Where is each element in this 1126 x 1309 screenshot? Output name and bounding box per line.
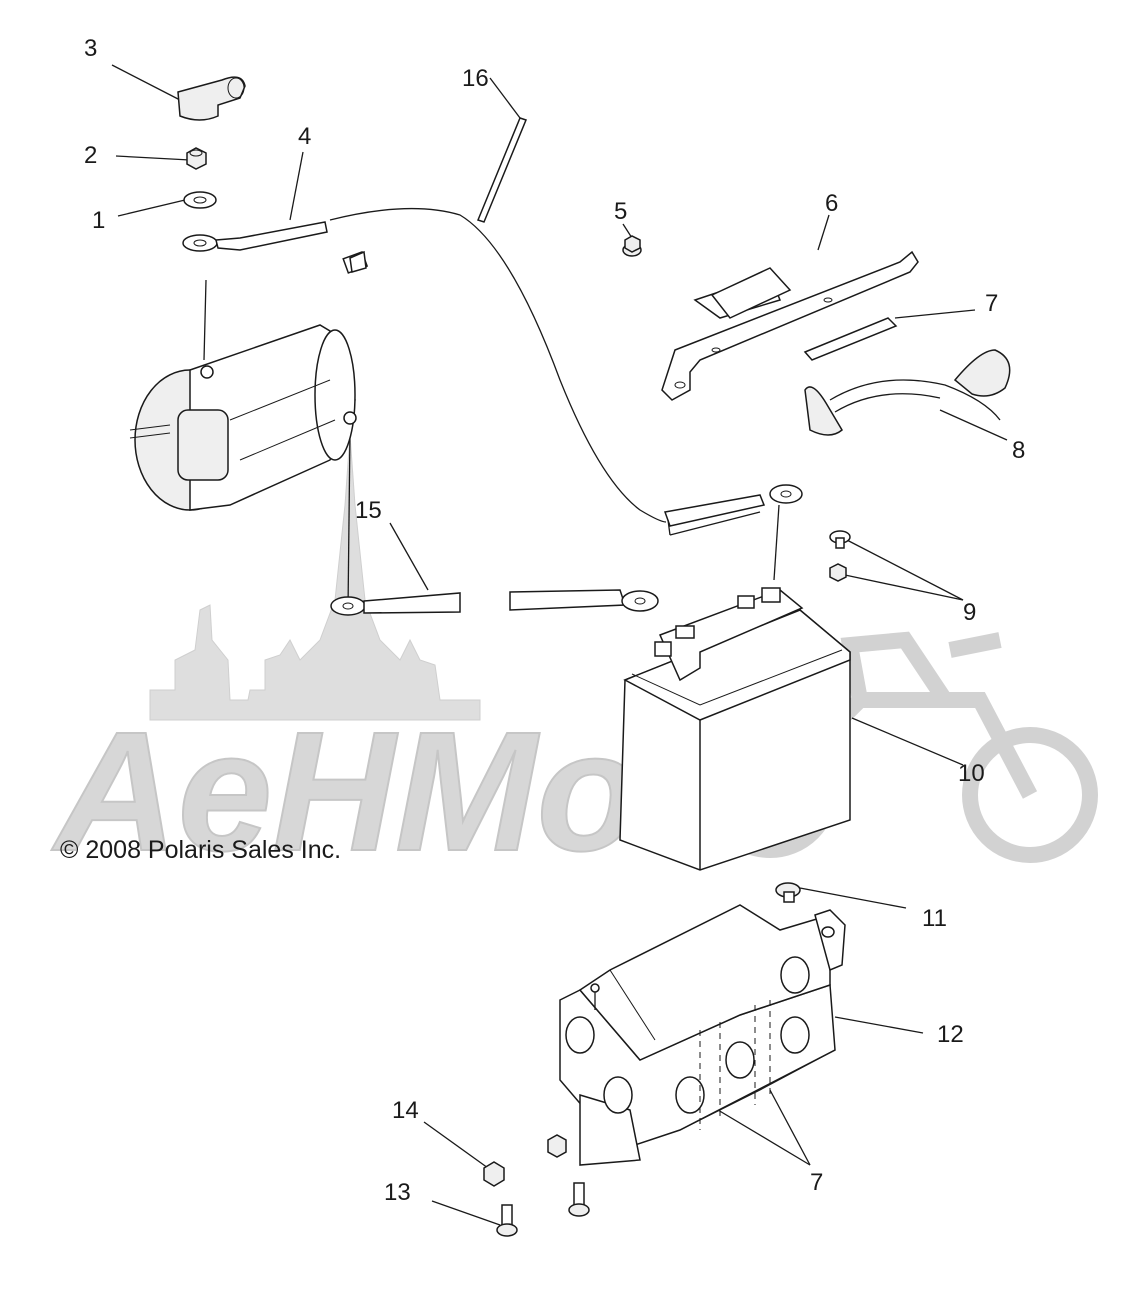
battery [619, 587, 851, 871]
hold-down-bracket [661, 250, 919, 401]
flange-nut [622, 235, 642, 257]
copyright-notice: © 2008 Polaris Sales Inc. [60, 836, 341, 864]
terminal-screw [829, 530, 851, 549]
watermark-skyline [149, 434, 481, 721]
callout-15: 15 [355, 497, 382, 524]
terminal-boot [177, 76, 246, 121]
callout-10: 10 [958, 760, 985, 787]
tray-screw [496, 1182, 590, 1237]
ground-cable [330, 589, 659, 616]
callout-1: 1 [92, 207, 105, 234]
callout-12: 12 [937, 1021, 964, 1048]
negative-cable [804, 349, 1011, 436]
leader-lines [111, 64, 1008, 1226]
callout-16: 16 [462, 65, 489, 92]
callout-14: 14 [392, 1097, 419, 1124]
callout-2: 2 [84, 142, 97, 169]
callout-9: 9 [963, 599, 976, 626]
callout-7: 7 [985, 290, 998, 317]
callout-8: 8 [1012, 437, 1025, 464]
callout-labels: 3 2 1 4 16 5 6 7 8 9 15 10 11 12 7 14 13 [84, 35, 1025, 1206]
callout-6: 6 [825, 190, 838, 217]
starter-motor [129, 250, 369, 511]
callout-3: 3 [84, 35, 97, 62]
tray-pads [699, 1000, 771, 1130]
battery-tray [559, 904, 846, 1166]
positive-cable [182, 207, 803, 536]
hex-nut [186, 147, 207, 170]
terminal-nut [829, 563, 847, 582]
tray-nut [483, 1134, 567, 1187]
cable-tie [477, 117, 527, 223]
callout-13: 13 [384, 1179, 411, 1206]
callout-11: 11 [922, 905, 947, 932]
tray-bolt [775, 882, 801, 903]
washer [183, 191, 217, 209]
callout-4: 4 [298, 123, 311, 150]
pad-strip [803, 317, 898, 361]
callout-7-tray: 7 [810, 1169, 823, 1196]
callout-5: 5 [614, 198, 627, 225]
